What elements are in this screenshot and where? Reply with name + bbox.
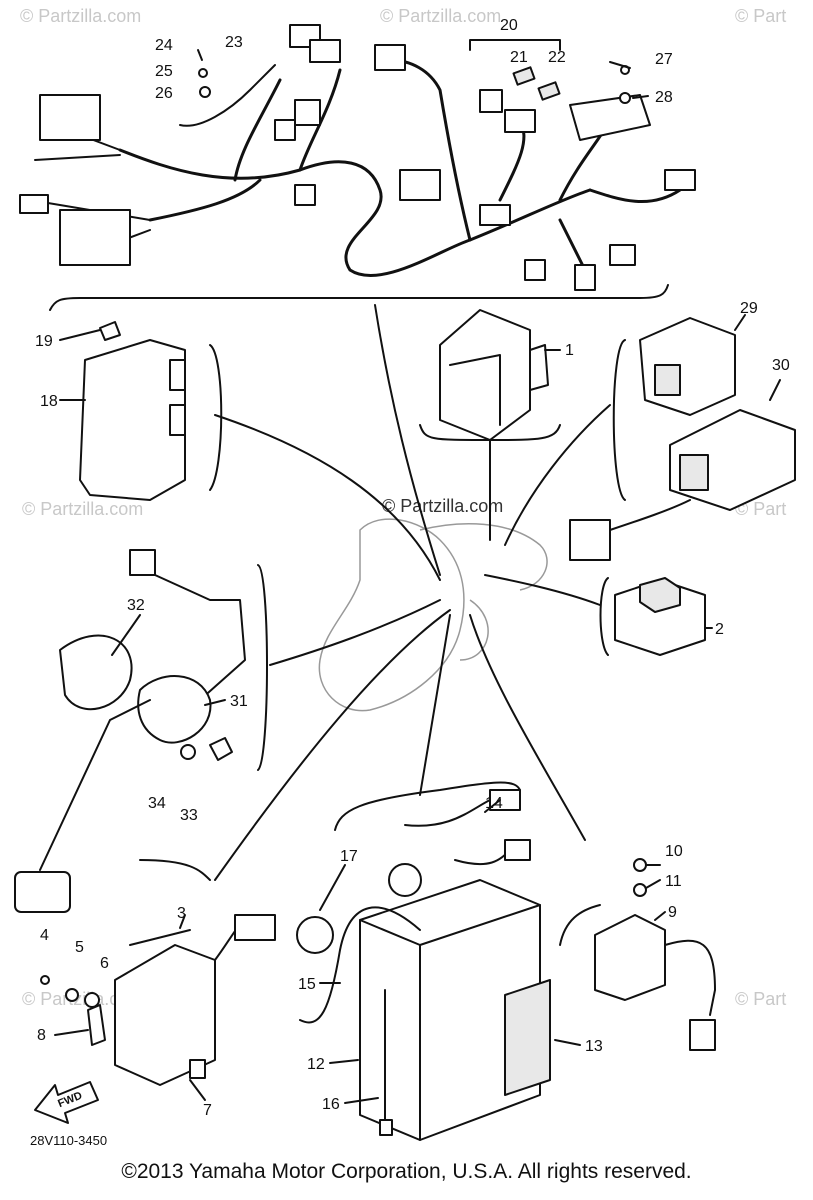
callout-7: 7 [203, 1102, 212, 1119]
callout-19: 19 [35, 333, 53, 350]
callout-27: 27 [655, 51, 673, 68]
callout-9: 9 [668, 904, 677, 921]
flasher-2 [599, 577, 706, 656]
watermark: © Part [735, 499, 786, 519]
callout-28: 28 [655, 89, 673, 106]
watermark: © Partzilla.com [22, 499, 143, 519]
connector-block [39, 94, 101, 141]
callout-6: 6 [100, 955, 109, 972]
watermark-center: © Partzilla.com [382, 496, 503, 516]
watermark: © Partzilla.com [20, 6, 141, 26]
callout-11: 11 [665, 873, 682, 890]
washer-34 [180, 744, 196, 760]
callout-17: 17 [340, 848, 358, 865]
fuse-28 [619, 92, 631, 104]
callouts: 1 2 3 4 5 6 7 8 9 10 11 12 13 14 15 16 1… [35, 17, 790, 1119]
screw-33 [209, 737, 233, 761]
cdi-unit-18 [79, 321, 223, 501]
callout-13: 13 [585, 1038, 603, 1055]
callout-26: 26 [155, 85, 173, 102]
callout-3: 3 [177, 905, 186, 922]
callout-14: 14 [485, 795, 503, 812]
callout-15: 15 [298, 976, 316, 993]
callout-4: 4 [40, 927, 49, 944]
connector-block [59, 209, 131, 266]
callout-18: 18 [40, 393, 58, 410]
fwd-arrow: FWD [34, 1081, 99, 1124]
callout-8: 8 [37, 1027, 46, 1044]
callout-34: 34 [148, 795, 166, 812]
label-13 [504, 979, 551, 1096]
callout-leaders [54, 61, 781, 1104]
starter-relay-9 [559, 858, 716, 1051]
copyright-notice: ©2013 Yamaha Motor Corporation, U.S.A. A… [121, 1160, 692, 1183]
callout-16: 16 [322, 1096, 340, 1113]
callout-30: 30 [772, 357, 790, 374]
callout-29: 29 [740, 300, 758, 317]
callout-20: 20 [500, 17, 518, 34]
fuse-box [569, 94, 651, 141]
relay-29 [639, 317, 736, 416]
rectifier-3 [40, 859, 276, 1086]
callout-2: 2 [715, 621, 724, 638]
callout-24: 24 [155, 37, 173, 54]
unit-30 [569, 339, 796, 561]
callout-21: 21 [510, 49, 528, 66]
relay-1 [419, 309, 561, 441]
motorcycle-outline [318, 518, 548, 712]
callout-12: 12 [307, 1056, 325, 1073]
callout-22: 22 [548, 49, 566, 66]
callout-1: 1 [565, 342, 574, 359]
fuse-22 [537, 81, 561, 101]
leader-lines [214, 304, 611, 881]
callout-31: 31 [230, 693, 248, 710]
callout-33: 33 [180, 807, 198, 824]
harness-bracket [49, 284, 669, 311]
callout-25: 25 [155, 63, 173, 80]
watermark: © Partzilla.com [380, 6, 501, 26]
callout-10: 10 [665, 843, 683, 860]
fuse-21 [512, 66, 536, 86]
diagram-code: 28V110-3450 [30, 1133, 107, 1148]
watermark: © Part [735, 989, 786, 1009]
watermark: © Partzilla.com [22, 989, 143, 1009]
watermark: © Part [735, 6, 786, 26]
battery-12 [296, 781, 551, 1141]
gasket-32 [59, 634, 133, 711]
callout-23: 23 [225, 34, 243, 51]
callout-5: 5 [75, 939, 84, 956]
callout-32: 32 [127, 597, 145, 614]
wire-harness [19, 24, 696, 291]
